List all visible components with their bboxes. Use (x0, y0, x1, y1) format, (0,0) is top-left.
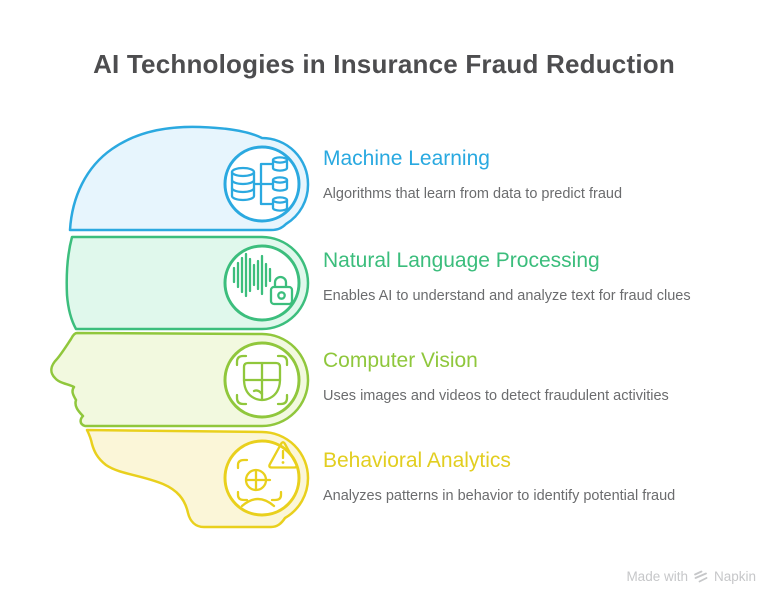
behavior-alert-icon (236, 441, 298, 508)
section-title: Behavioral Analytics (323, 449, 511, 472)
section-description: Uses images and videos to detect fraudul… (323, 388, 669, 404)
section-description: Enables AI to understand and analyze tex… (323, 288, 691, 304)
section-row-machine-learning: Machine Learning Algorithms that learn f… (323, 146, 753, 203)
section-row-nlp: Natural Language Processing Enables AI t… (323, 248, 753, 305)
watermark-prefix: Made with (626, 569, 688, 584)
section-row-computer-vision: Computer Vision Uses images and videos t… (323, 348, 753, 405)
watermark: Made with Napkin (626, 569, 756, 584)
database-network-icon (230, 156, 289, 212)
head-segment-computer-vision (50, 331, 310, 428)
icon-circle-behavioral-analytics (223, 439, 301, 517)
section-title: Machine Learning (323, 147, 490, 170)
watermark-brand: Napkin (713, 569, 756, 584)
section-description: Algorithms that learn from data to predi… (323, 186, 623, 202)
face-scan-icon (235, 354, 289, 406)
head-segment-nlp (65, 235, 310, 331)
section-row-behavioral-analytics: Behavioral Analytics Analyzes patterns i… (323, 448, 753, 505)
page-title: AI Technologies in Insurance Fraud Reduc… (93, 49, 675, 79)
section-title: Computer Vision (323, 349, 478, 372)
section-description: Analyzes patterns in behavior to identif… (323, 488, 676, 504)
head-segment-machine-learning (68, 125, 310, 232)
head-segment-behavioral-analytics (85, 428, 310, 529)
section-title: Natural Language Processing (323, 249, 600, 272)
waveform-lock-icon (232, 252, 294, 306)
napkin-logo-icon (694, 570, 708, 583)
